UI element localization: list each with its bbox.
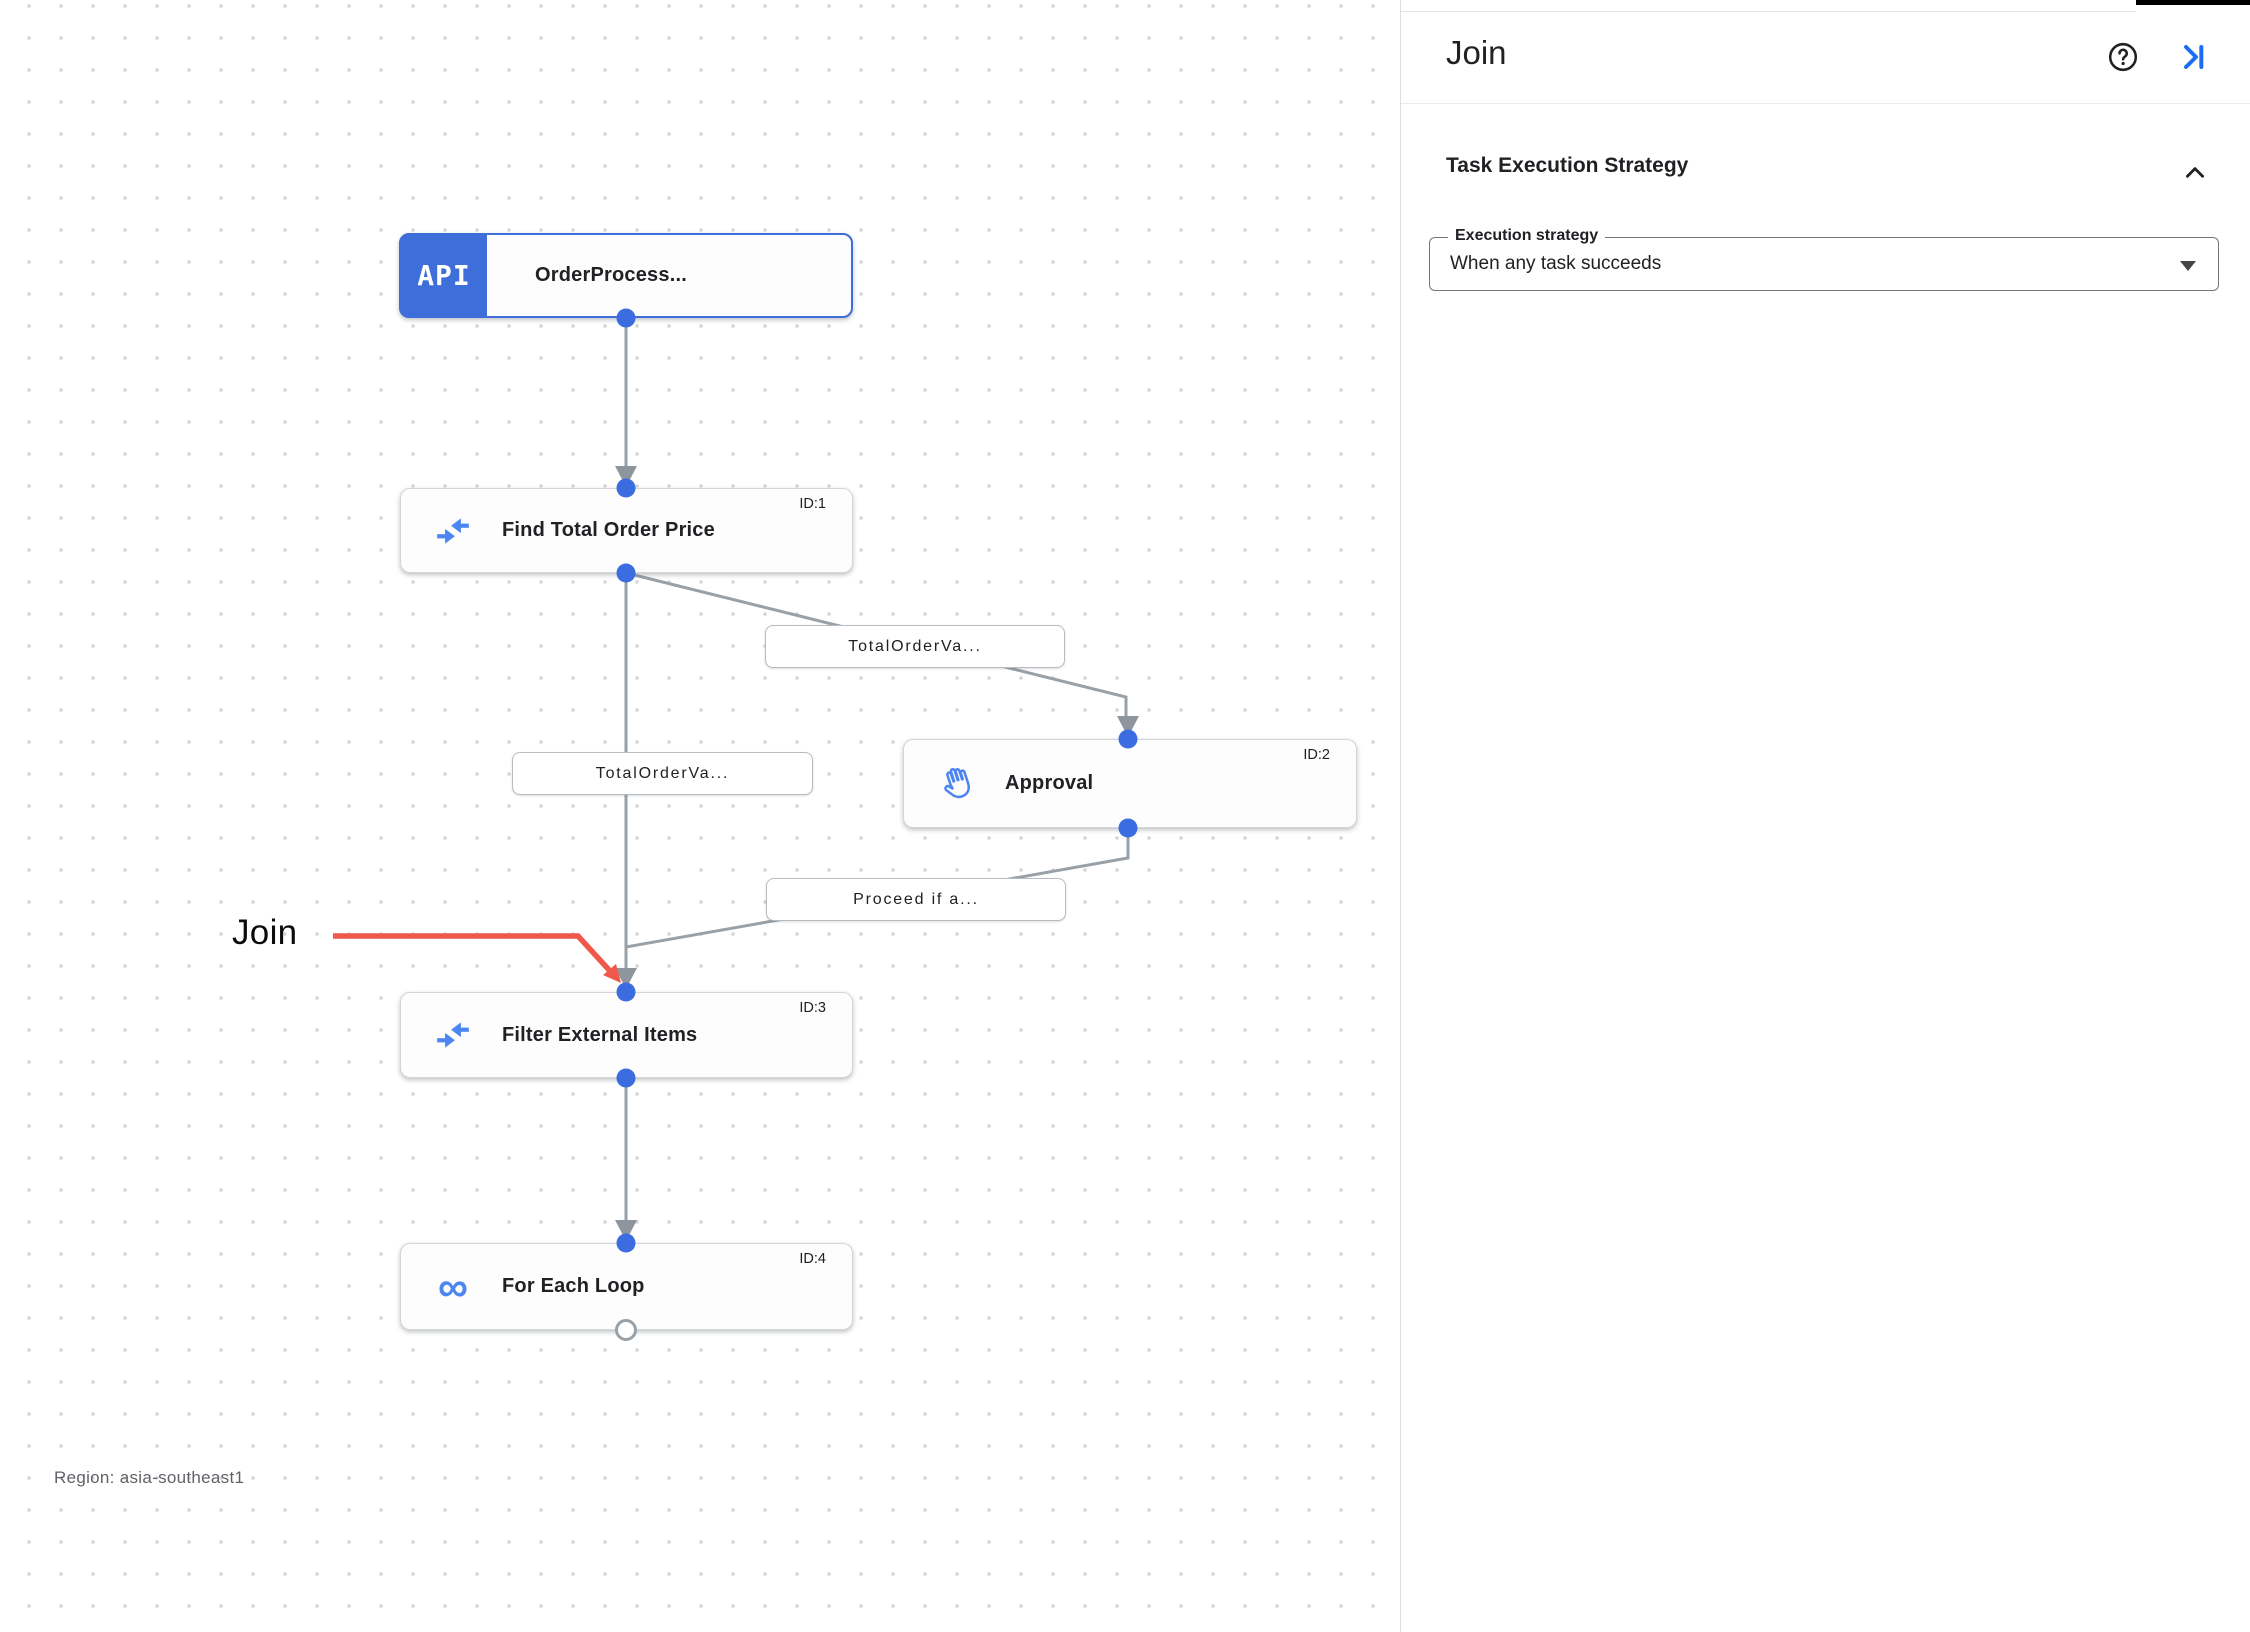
chevron-up-icon[interactable]	[2182, 160, 2208, 186]
annotation-arrow	[333, 933, 621, 983]
edge-arrowheads	[615, 466, 1139, 1241]
node-find-total-order-price[interactable]: ID:1 Find Total Order Price	[400, 488, 853, 573]
data-mapping-icon	[434, 1016, 472, 1054]
data-mapping-icon	[434, 512, 472, 550]
task-id-badge: ID:3	[799, 1000, 826, 1016]
arrowhead	[615, 1220, 637, 1241]
execution-strategy-value: When any task succeeds	[1450, 253, 1662, 274]
help-icon[interactable]	[2107, 41, 2139, 73]
task-id-badge: ID:2	[1303, 747, 1330, 763]
panel-top-divider	[1401, 11, 2136, 12]
api-trigger-badge-icon: API	[401, 235, 487, 316]
dropdown-arrow-icon	[2180, 261, 2196, 271]
arrowhead	[1117, 716, 1139, 737]
task-id-badge: ID:4	[799, 1251, 826, 1267]
node-title: Approval	[1005, 772, 1094, 794]
top-black-bar	[2136, 0, 2250, 5]
node-title: For Each Loop	[502, 1275, 645, 1297]
region-label: Region: asia-southeast1	[54, 1468, 245, 1487]
annotation-arrowhead	[603, 964, 621, 983]
arrowhead	[615, 968, 637, 989]
execution-strategy-select[interactable]: Execution strategy When any task succeed…	[1429, 226, 2219, 291]
node-filter-external-items[interactable]: ID:3 Filter External Items	[400, 992, 853, 1078]
workflow-canvas[interactable]: API OrderProcess... ID:1 Find Total Orde…	[0, 0, 1400, 1632]
config-panel: Join Task Execution Strategy Execution s…	[1400, 0, 2250, 1632]
edge-label-totalorderva-left[interactable]: TotalOrderVa...	[512, 752, 813, 795]
node-title: OrderProcess...	[535, 264, 687, 286]
loop-icon: ∞	[438, 1262, 468, 1310]
annotation-join-text: Join	[232, 913, 298, 952]
edge-label-totalorderva-right[interactable]: TotalOrderVa...	[765, 625, 1065, 668]
arrowhead	[615, 466, 637, 487]
section-title-task-execution-strategy: Task Execution Strategy	[1446, 154, 1689, 177]
panel-title: Join	[1446, 34, 1507, 71]
execution-strategy-label: Execution strategy	[1448, 226, 1606, 246]
task-id-badge: ID:1	[799, 496, 826, 512]
approval-hand-icon	[937, 765, 975, 803]
node-for-each-loop[interactable]: ID:4 ∞ For Each Loop	[400, 1243, 853, 1330]
edge-label-proceed-if[interactable]: Proceed if a...	[766, 878, 1066, 921]
panel-close-icon[interactable]	[2178, 41, 2210, 73]
node-title: Find Total Order Price	[502, 519, 715, 541]
node-approval[interactable]: ID:2 Approval	[903, 739, 1357, 828]
panel-header-divider	[1401, 103, 2250, 104]
node-title: Filter External Items	[502, 1023, 698, 1046]
node-trigger-orderprocess[interactable]: API OrderProcess...	[399, 233, 853, 318]
